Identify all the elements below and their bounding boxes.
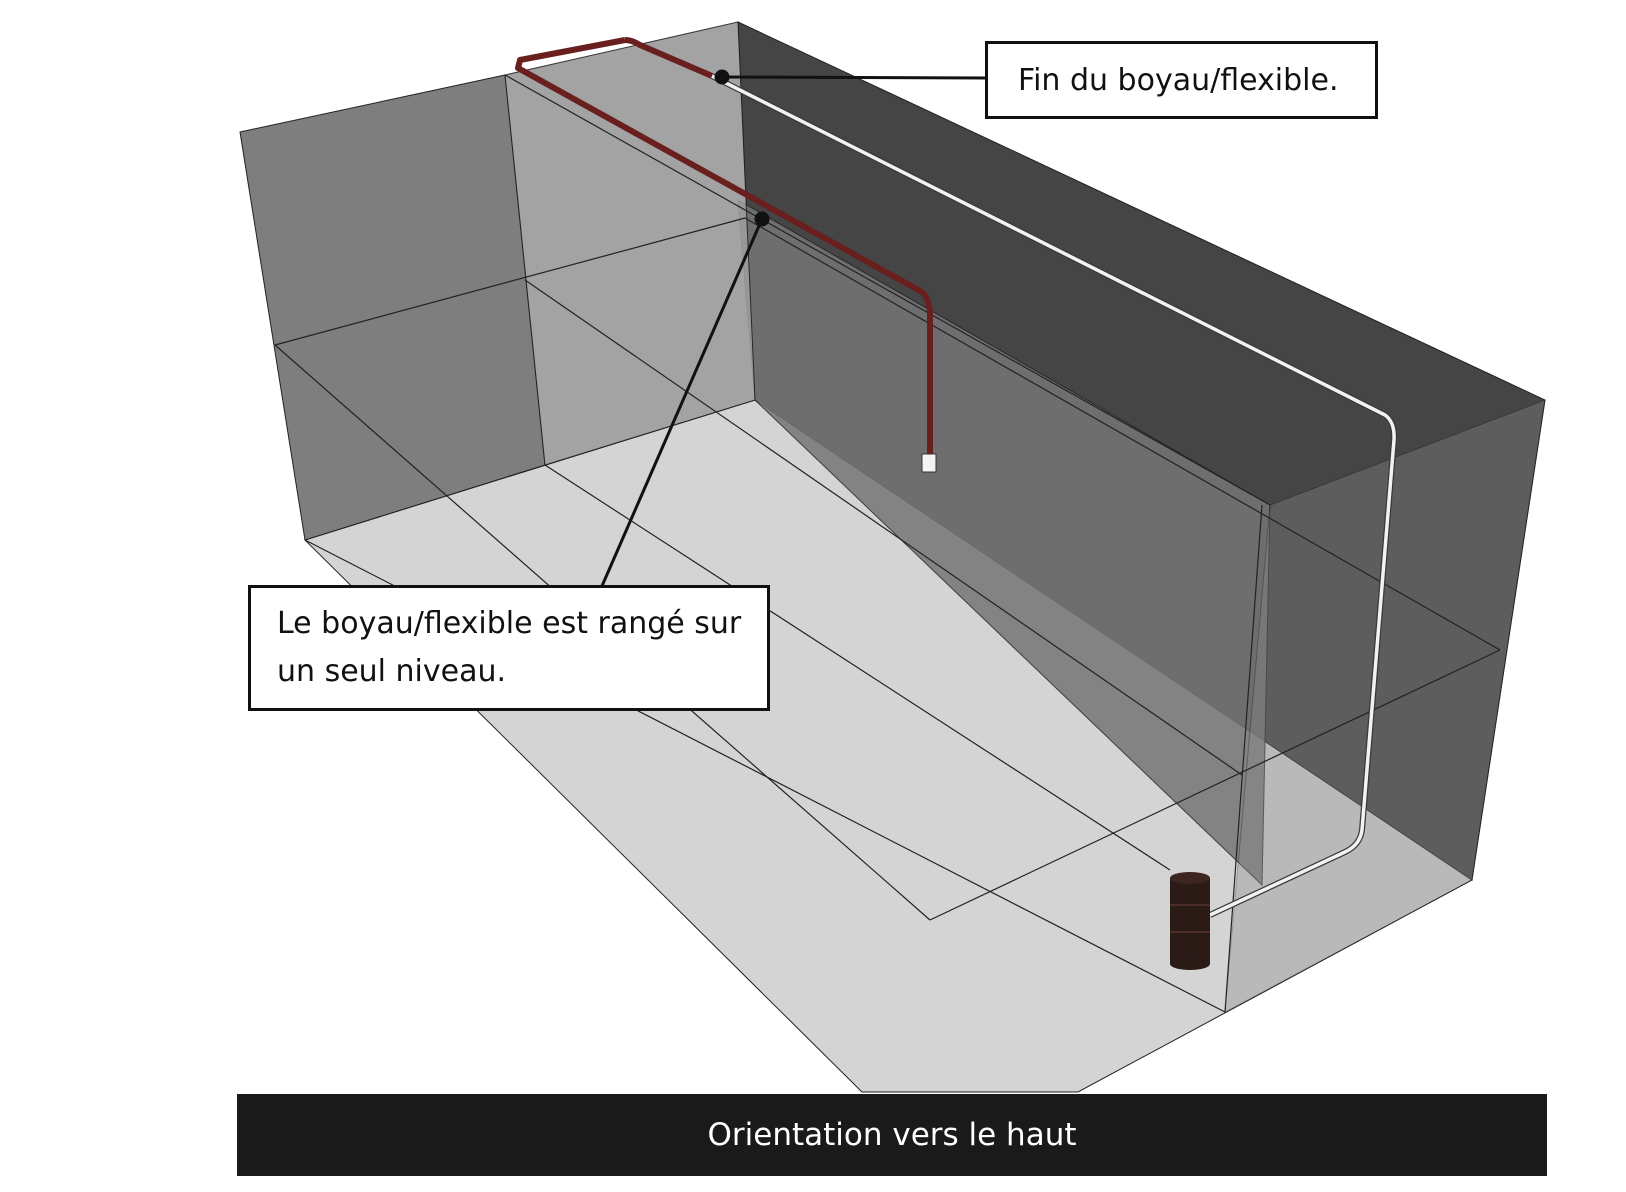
drum-icon — [1170, 872, 1210, 970]
orientation-label: Orientation vers le haut — [707, 1117, 1077, 1153]
hose-stowed — [515, 37, 933, 455]
leader-lines — [600, 69, 987, 587]
end-panel — [1224, 399, 1546, 1013]
callout-single-level: Le boyau/flexible est rangé sur un seul … — [248, 585, 770, 711]
orientation-bar: Orientation vers le haut — [237, 1094, 1547, 1176]
hose-top-run — [624, 37, 714, 79]
callout-single-level-text: Le boyau/flexible est rangé sur un seul … — [277, 606, 742, 689]
hose-extended-inner — [711, 74, 1396, 917]
hose-connector-icon — [921, 453, 937, 473]
callout-hose-end-text: Fin du boyau/flexible. — [1018, 63, 1339, 98]
left-wall — [239, 74, 546, 541]
callout-hose-end: Fin du boyau/flexible. — [985, 41, 1378, 119]
divider-wall — [504, 21, 756, 466]
